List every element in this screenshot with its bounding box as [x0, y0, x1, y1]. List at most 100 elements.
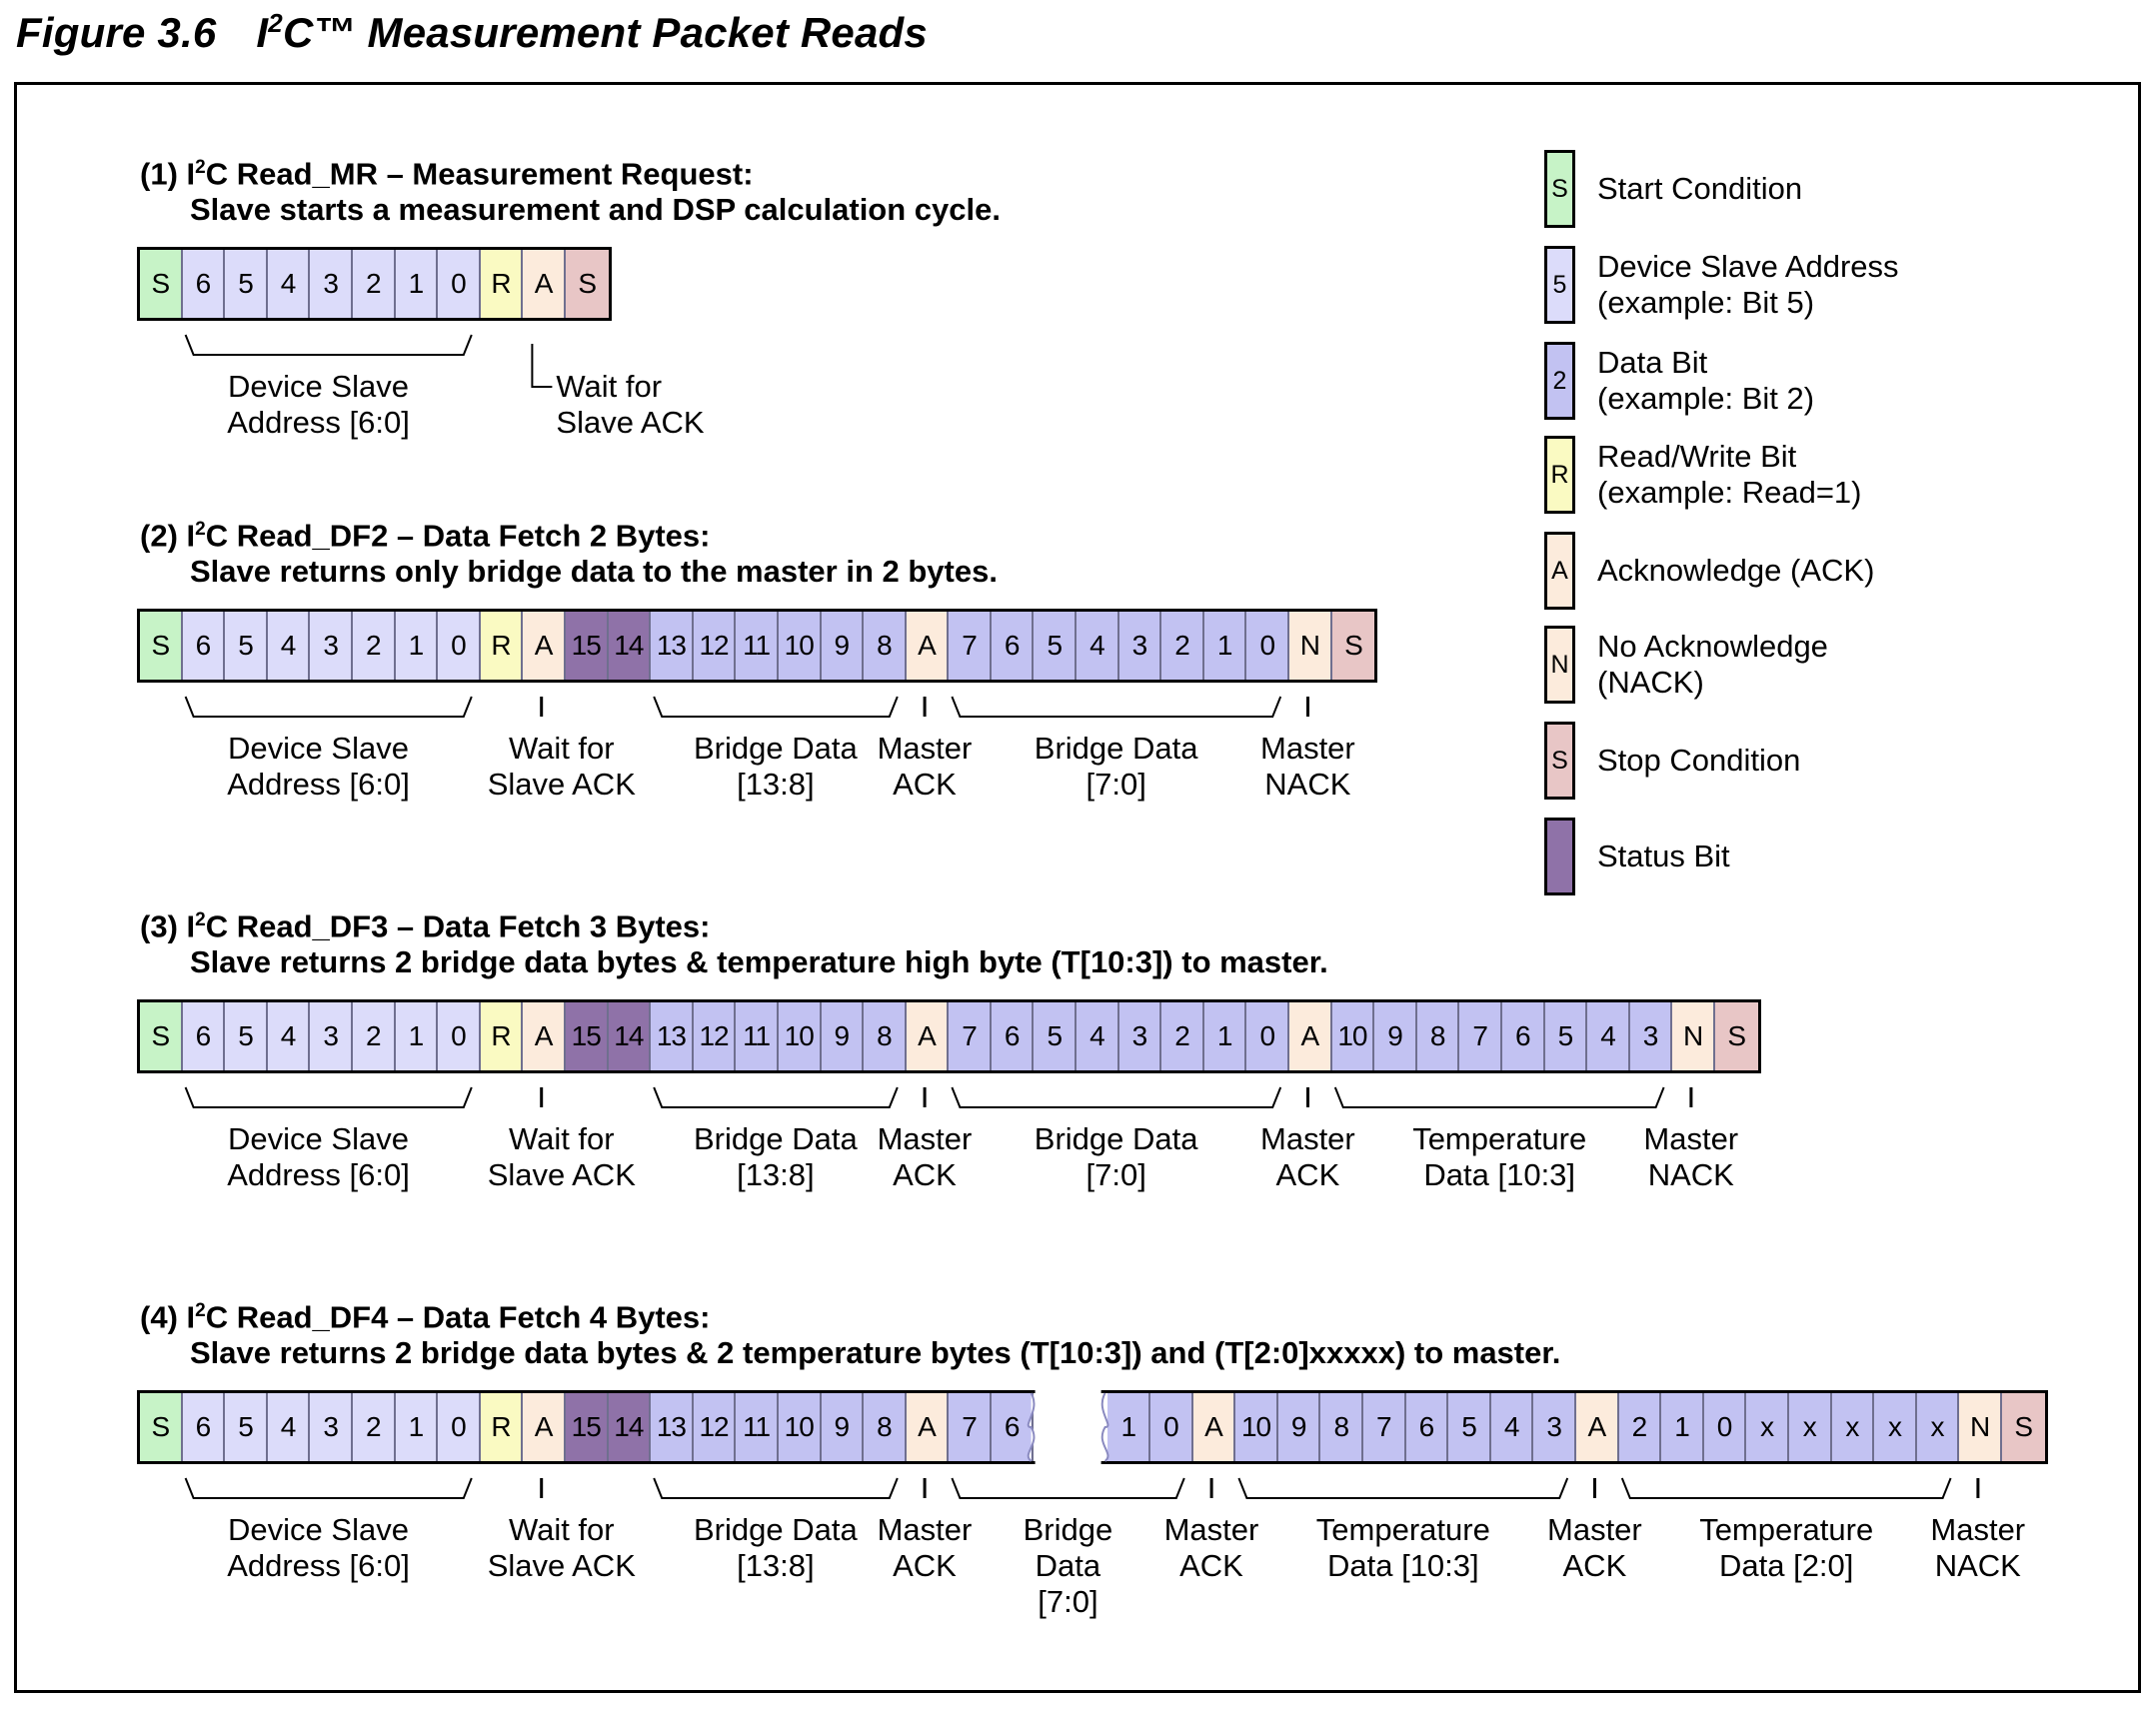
data-bit-cell: 2 [1618, 1393, 1662, 1461]
rw-bit-cell: R [480, 612, 524, 680]
data-bit-cell: 10 [1235, 1393, 1278, 1461]
data-bit-cell: 0 [1246, 1002, 1290, 1070]
address-bit-cell: 4 [267, 1393, 311, 1461]
field-label-line: Data [1035, 1548, 1101, 1583]
data-bit-cell: 1 [1203, 1002, 1247, 1070]
data-bit-cell: 9 [821, 1002, 865, 1070]
section-number: (2) I [140, 518, 196, 554]
address-bit-cell: 4 [267, 612, 311, 680]
data-bit-cell: 4 [1490, 1393, 1534, 1461]
field-label: Bridge Data[7:0] [1035, 731, 1198, 803]
field-label: Bridge Data[13:8] [694, 1121, 858, 1193]
address-bit-cell: 2 [352, 1393, 396, 1461]
legend-swatch-address-bit: 5 [1544, 246, 1575, 324]
data-bit-cell: 7 [1459, 1002, 1502, 1070]
legend-label: Data Bit(example: Bit 2) [1597, 345, 1814, 417]
data-bit-cell: x [1746, 1393, 1789, 1461]
address-bit-cell: 3 [310, 612, 353, 680]
address-bit-cell: 5 [225, 1002, 268, 1070]
status-bit-cell: 14 [608, 1393, 652, 1461]
stop-bit-cell: S [565, 250, 609, 318]
bracket [184, 1477, 473, 1499]
address-bit-cell: 6 [182, 1393, 226, 1461]
data-bit-cell: 3 [1533, 1393, 1576, 1461]
data-bit-cell: 9 [1277, 1393, 1321, 1461]
field-label: Bridge Data[13:8] [694, 731, 858, 803]
rw-bit-cell: R [480, 1393, 524, 1461]
data-bit-cell: 13 [651, 1393, 694, 1461]
data-bit-cell: 8 [864, 1393, 907, 1461]
field-label-line: [13:8] [737, 1548, 815, 1583]
status-bit-cell: 15 [565, 1393, 609, 1461]
ack-bit-cell: A [1192, 1393, 1236, 1461]
data-bit-cell: 3 [1629, 1002, 1673, 1070]
nack-bit-cell: N [1289, 612, 1332, 680]
field-label-line: Data [2:0] [1718, 1548, 1854, 1583]
data-bit-cell: 12 [693, 1393, 737, 1461]
legend-swatch-stop-bit: S [1544, 722, 1575, 800]
stop-bit-cell: S [1331, 612, 1375, 680]
field-label-line: Data [10:3] [1423, 1157, 1576, 1192]
bracket [184, 696, 473, 718]
legend-label-line: No Acknowledge [1597, 629, 1828, 664]
data-bit-cell: 2 [1161, 1002, 1204, 1070]
ack-bit-cell: A [906, 1002, 950, 1070]
field-label-line: Bridge Data [694, 731, 858, 766]
ack-bit-cell: A [523, 612, 566, 680]
bracket [653, 1086, 899, 1108]
figure-title-prefix: I [256, 9, 269, 56]
address-bit-cell: 6 [182, 1002, 226, 1070]
field-label-line: Device Slave [228, 369, 409, 404]
field-label-line: Data [10:3] [1326, 1548, 1479, 1583]
bracket [951, 1086, 1282, 1108]
section-number: (3) I [140, 908, 196, 944]
status-bit-cell: 15 [565, 1002, 609, 1070]
address-bit-cell: 2 [352, 612, 396, 680]
field-label-line: Master [1643, 1121, 1739, 1156]
data-bit-cell: 8 [1320, 1393, 1364, 1461]
ack-bit-cell: A [523, 250, 566, 318]
field-label-line: Master [877, 1121, 973, 1156]
address-bit-cell: 6 [182, 250, 226, 318]
data-bit-cell: 9 [821, 1393, 865, 1461]
data-bit-cell: 2 [1161, 612, 1204, 680]
field-label-line: [13:8] [737, 1157, 815, 1192]
field-label-line: Master [1930, 1512, 2026, 1547]
data-bit-cell: 1 [1107, 1393, 1151, 1461]
bracket [653, 1477, 899, 1499]
data-bit-cell: 1 [1203, 612, 1247, 680]
data-bit-cell: 6 [991, 1393, 1035, 1461]
figure-title-sup: 2 [268, 8, 283, 38]
data-bit-cell: 10 [778, 612, 822, 680]
start-bit-cell: S [140, 612, 183, 680]
data-bit-cell: 7 [949, 612, 992, 680]
data-bit-cell: 11 [736, 1393, 779, 1461]
field-label-line: Wait for [508, 1121, 615, 1156]
address-bit-cell: 0 [438, 612, 481, 680]
field-label-line: Wait for [508, 1512, 615, 1547]
address-bit-cell: 2 [352, 1002, 396, 1070]
field-label-line: Master [877, 1512, 973, 1547]
gap-mask [1035, 1389, 1101, 1467]
field-label-line: [13:8] [737, 767, 815, 802]
nack-bit-cell: N [1672, 1002, 1715, 1070]
data-bit-cell: 12 [693, 612, 737, 680]
data-bit-cell: 6 [991, 1002, 1035, 1070]
legend-label-line: Start Condition [1597, 171, 1803, 206]
section-description: Slave returns 2 bridge data bytes & 2 te… [190, 1335, 1561, 1371]
data-bit-cell: x [1874, 1393, 1917, 1461]
section-title-mr: (1) I2C Read_MR – Measurement Request: S… [140, 150, 1001, 228]
address-bit-cell: 0 [438, 1002, 481, 1070]
legend-label-line: Device Slave Address [1597, 249, 1899, 284]
address-bit-cell: 1 [395, 612, 439, 680]
